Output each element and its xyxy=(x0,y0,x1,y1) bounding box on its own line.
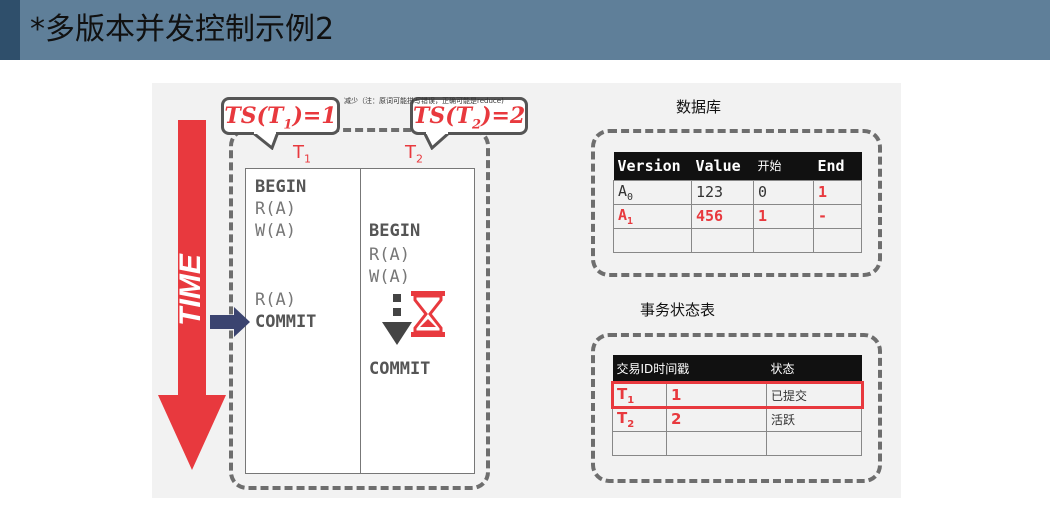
table-row: A1 456 1 - xyxy=(613,203,862,229)
txn-cell: T2 xyxy=(612,406,667,432)
hourglass-icon xyxy=(411,291,445,337)
txn-status-caption: 事务状态表 xyxy=(640,301,716,319)
translation-note: 减少（注：原词可能拼写错误，正确可能是reduce) xyxy=(344,97,504,105)
t1-sub: 1 xyxy=(304,152,311,166)
schedule-outline xyxy=(229,128,490,490)
header-begin: 开始 xyxy=(753,152,814,180)
ts-t1-bubble-tail xyxy=(252,132,280,150)
ts-cell: 2 xyxy=(666,406,767,432)
database-outline xyxy=(591,129,882,277)
t2-op: COMMIT xyxy=(369,359,431,379)
table-row: T1 1 已提交 xyxy=(610,381,864,409)
database-header-row: Version Value 开始 End xyxy=(613,152,862,180)
version-sub: 1 xyxy=(627,215,634,227)
end-cell: 1 xyxy=(813,179,862,205)
txn-text: T xyxy=(617,408,628,427)
txn-status-table: 交易ID时间戳 状态 T1 1 已提交 T2 2 活跃 xyxy=(610,355,864,456)
ts-cell: 1 xyxy=(666,382,767,408)
ts-t1-end: )=1 xyxy=(292,103,337,129)
txn-status-outline xyxy=(591,333,882,483)
t1-text: T xyxy=(293,142,304,163)
status-cell: 已提交 xyxy=(766,382,862,408)
table-row-empty xyxy=(613,227,862,253)
wait-indicator xyxy=(382,294,412,345)
empty-cell xyxy=(666,430,767,456)
txn-header-row: 交易ID时间戳 状态 xyxy=(612,355,862,383)
database-caption: 数据库 xyxy=(676,98,722,116)
t1-op: BEGIN xyxy=(255,177,307,197)
value-cell: 123 xyxy=(691,179,754,205)
t2-text: T xyxy=(405,142,416,163)
t1-op: R(A) xyxy=(255,199,296,219)
version-sub: 0 xyxy=(627,191,634,203)
schedule-divider xyxy=(360,169,361,473)
begin-cell: 0 xyxy=(753,179,814,205)
current-step-arrow xyxy=(210,307,250,337)
txn-sub: 1 xyxy=(627,394,635,406)
header-end: End xyxy=(813,152,862,180)
ts-t2-bubble-tail xyxy=(424,132,453,150)
header-version: Version xyxy=(613,152,692,180)
time-arrow: TIME xyxy=(158,120,226,470)
t2-label: T2 xyxy=(405,142,423,166)
empty-cell xyxy=(766,430,862,456)
ts-t2-end: )=2 xyxy=(481,103,526,129)
ts-t2-sub: 2 xyxy=(472,117,482,133)
t2-op: R(A) xyxy=(369,245,410,265)
ts-t1-bubble: TS(T1)=1 xyxy=(221,97,340,135)
table-row: A0 123 0 1 xyxy=(613,179,862,205)
empty-cell xyxy=(753,227,814,253)
table-row: T2 2 活跃 xyxy=(612,406,862,432)
ts-t1-sub: 1 xyxy=(283,117,293,133)
t2-sub: 2 xyxy=(416,152,423,166)
t2-op: W(A) xyxy=(369,267,410,287)
version-cell: A1 xyxy=(613,203,692,229)
t1-op: W(A) xyxy=(255,221,296,241)
ts-t1-text: TS(T xyxy=(224,103,284,129)
table-row-empty xyxy=(612,430,862,456)
t2-op: BEGIN xyxy=(369,221,421,241)
txn-cell: T1 xyxy=(612,382,667,408)
value-cell: 456 xyxy=(691,203,754,229)
begin-cell: 1 xyxy=(753,203,814,229)
empty-cell xyxy=(813,227,862,253)
slide-title: *多版本并发控制示例2 xyxy=(30,12,335,47)
version-cell: A0 xyxy=(613,179,692,205)
empty-cell xyxy=(613,227,692,253)
t1-op: R(A) xyxy=(255,290,296,310)
time-label: TIME xyxy=(174,253,207,326)
txn-sub: 2 xyxy=(627,418,635,430)
t1-op: COMMIT xyxy=(255,312,317,332)
end-cell: - xyxy=(813,203,862,229)
title-accent xyxy=(0,0,20,60)
empty-cell xyxy=(691,227,754,253)
version-text: A xyxy=(618,205,628,224)
header-value: Value xyxy=(691,152,754,180)
ts-t2-text: TS(T xyxy=(413,103,473,129)
title-bar xyxy=(0,0,1050,60)
empty-cell xyxy=(612,430,667,456)
header-status: 状态 xyxy=(766,355,862,383)
database-table: Version Value 开始 End A0 123 0 1 A1 456 1… xyxy=(613,152,862,253)
ts-t2-bubble: TS(T2)=2 xyxy=(410,97,528,135)
t1-label: T1 xyxy=(293,142,311,166)
header-txn-id: 交易ID时间戳 xyxy=(612,355,767,383)
version-text: A xyxy=(618,181,628,200)
txn-text: T xyxy=(617,384,628,403)
status-cell: 活跃 xyxy=(766,406,862,432)
